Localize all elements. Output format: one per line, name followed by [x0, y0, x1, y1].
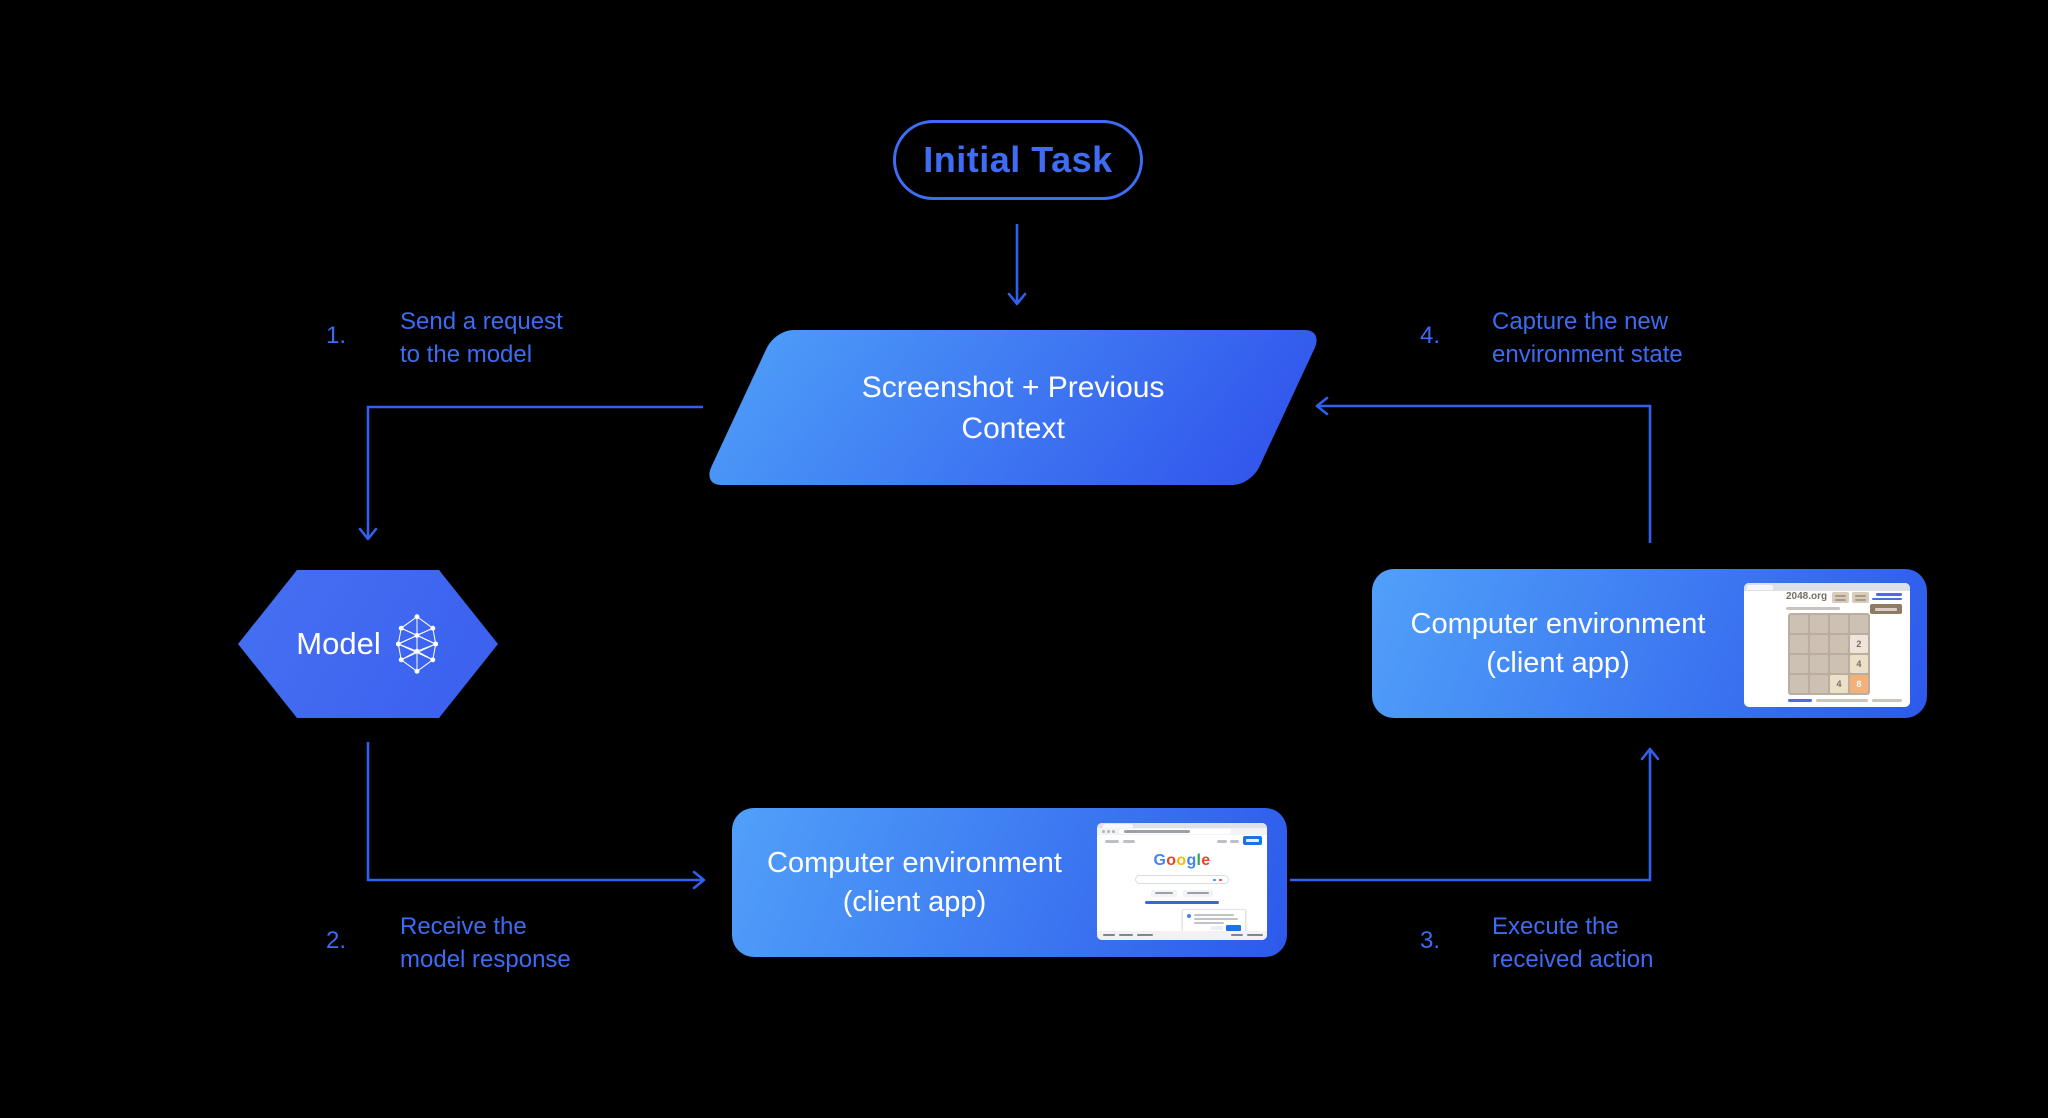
screenshot-context-node: Screenshot + Previous Context [702, 330, 1324, 485]
footer-link-placeholder [1103, 934, 1115, 937]
env-bottom-label: Computer environment (client app) [767, 846, 1062, 918]
board-cell [1810, 655, 1828, 673]
board-cell [1790, 655, 1808, 673]
dialog-text-placeholder [1194, 922, 1224, 924]
env-client-app-node-right: Computer environment (client app) 2048.o… [1372, 569, 1927, 718]
nav-link-placeholder [1217, 840, 1227, 843]
google-logo-letter: l [1196, 852, 1202, 869]
board-cell [1810, 635, 1828, 653]
step-2-number: 2. [326, 927, 347, 954]
footer-link-placeholder [1231, 934, 1243, 937]
nav-link-placeholder [1105, 840, 1119, 843]
mic-icon [1219, 878, 1222, 882]
board-cell [1790, 635, 1808, 653]
url-field [1119, 829, 1231, 834]
arrow-step-2 [366, 742, 706, 890]
url-text-placeholder [1124, 830, 1190, 833]
dialog-secondary-button [1211, 925, 1223, 930]
nav-link-placeholder [1123, 840, 1135, 843]
header-link-placeholder [1872, 597, 1902, 601]
keyboard-icon [1213, 878, 1216, 882]
board-cell [1830, 655, 1848, 673]
board-cell [1850, 615, 1868, 633]
env-client-app-node-bottom: Computer environment (client app) Google [732, 808, 1287, 957]
feeling-lucky-button [1183, 890, 1213, 897]
step-1-text: Send a request to the model [400, 308, 563, 368]
browser-tab [1103, 824, 1133, 828]
initial-task-node: Initial Task [893, 120, 1143, 200]
google-logo-letter: G [1153, 852, 1167, 869]
google-logo-letter: e [1201, 852, 1211, 869]
score-box [1832, 592, 1849, 603]
dialog-text-placeholder [1194, 918, 1238, 920]
google-logo-letter: o [1176, 852, 1187, 869]
footer-text-placeholder [1816, 699, 1868, 702]
model-node: Model [238, 570, 498, 718]
button-text-placeholder [1155, 892, 1173, 895]
tile-4: 4 [1830, 675, 1848, 693]
initial-task-label: Initial Task [923, 139, 1113, 180]
window-dot [1112, 830, 1115, 833]
screenshot-context-label: Screenshot + Previous Context [861, 370, 1165, 445]
nav-link-placeholder [1230, 840, 1239, 843]
howto-link-placeholder [1788, 699, 1812, 702]
step-2-text: Receive the model response [400, 913, 571, 973]
step-3-text: Execute the received action [1492, 913, 1654, 973]
best-score-box [1852, 592, 1869, 603]
board-cell: 4 [1830, 675, 1848, 693]
cookie-consent-dialog [1182, 909, 1246, 935]
browser-tabbar [1744, 583, 1910, 591]
thumbnail-google-homepage: Google [1097, 823, 1267, 940]
google-g-icon [1187, 914, 1191, 918]
step-1-number: 1. [326, 322, 347, 349]
arrow-step-1 [358, 405, 703, 541]
tile-4: 4 [1850, 655, 1868, 673]
intro-text-placeholder [1786, 607, 1840, 610]
board-cell [1790, 675, 1808, 693]
step-4-number: 4. [1420, 322, 1441, 349]
google-search-button [1151, 890, 1177, 897]
site-title: 2048.org [1786, 591, 1828, 602]
window-dot [1102, 830, 1105, 833]
tile-2: 2 [1850, 635, 1868, 653]
dialog-accept-button [1226, 925, 1241, 931]
tile-8: 8 [1850, 675, 1868, 693]
offered-in-links-placeholder [1145, 901, 1219, 904]
board-cell [1790, 615, 1808, 633]
board-cell: 4 [1850, 655, 1868, 673]
env-right-label: Computer environment (client app) [1410, 607, 1706, 679]
footer-link-placeholder [1119, 934, 1133, 937]
google-logo: Google [1097, 852, 1267, 870]
board-cell [1830, 635, 1848, 653]
new-game-button [1870, 604, 1902, 614]
footer-link-placeholder [1137, 934, 1153, 937]
neural-network-icon [395, 614, 438, 674]
header-link-placeholder [1876, 593, 1902, 596]
board-cell: 8 [1850, 675, 1868, 693]
browser-tab [1747, 585, 1773, 590]
board-cell: 2 [1850, 635, 1868, 653]
google-logo-letter: g [1186, 852, 1197, 869]
arrow-step-3 [1290, 747, 1660, 882]
dialog-text-placeholder [1194, 914, 1234, 916]
page-footer [1097, 931, 1267, 940]
footer-link-placeholder [1247, 934, 1263, 937]
step-3-number: 3. [1420, 927, 1441, 954]
board-cell [1810, 615, 1828, 633]
footer-text-placeholder [1872, 699, 1902, 702]
google-logo-letter: o [1166, 852, 1177, 869]
google-search-box [1135, 875, 1229, 884]
button-text-placeholder [1187, 892, 1209, 895]
model-label: Model [296, 626, 381, 661]
arrow-step-4 [1315, 396, 1652, 543]
board-cell [1810, 675, 1828, 693]
board-cell [1830, 615, 1848, 633]
browser-tabbar [1097, 823, 1267, 828]
window-dot [1107, 830, 1110, 833]
step-4-text: Capture the new environment state [1492, 308, 1683, 368]
signin-button [1243, 836, 1262, 845]
